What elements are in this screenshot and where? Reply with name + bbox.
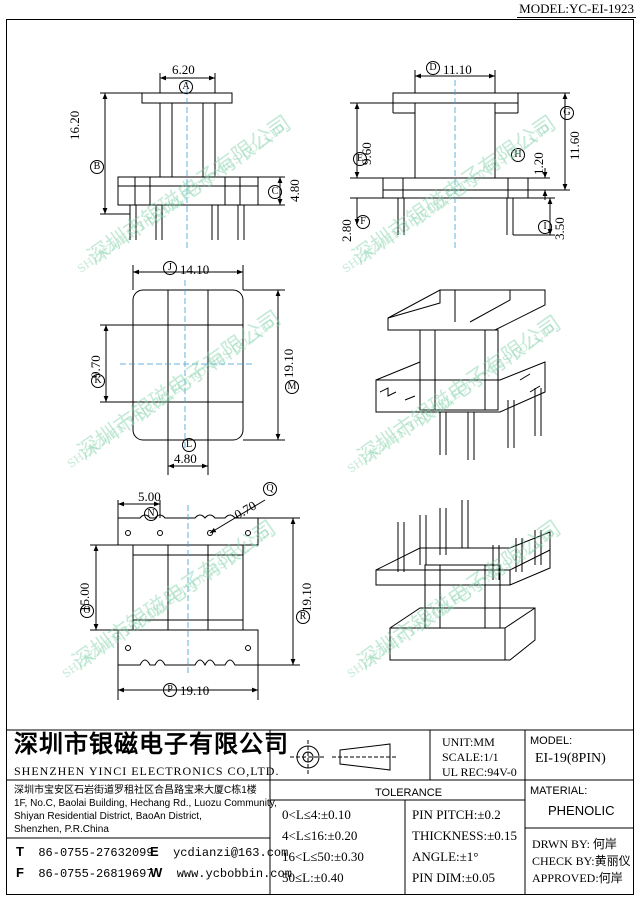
email-row: E ycdianzi@163.com [150, 844, 289, 861]
label-h: H [511, 148, 525, 162]
label-o: O [80, 604, 94, 618]
dim-j: 14.10 [180, 262, 210, 277]
email-address[interactable]: ycdianzi@163.com [173, 846, 289, 860]
label-n: N [144, 507, 158, 521]
company-name-en: SHENZHEN YINCI ELECTRONICS CO,LTD. [14, 764, 280, 778]
email-label: E [150, 844, 159, 859]
ul-rec: UL REC:94V-0 [442, 765, 517, 779]
approved-name: 何岸 [598, 871, 623, 885]
scale: SCALE:1/1 [442, 750, 499, 764]
label-f: F [356, 215, 370, 229]
model-label: MODEL: [530, 735, 573, 747]
address-en-line3: Shenzhen, P.R.China [14, 824, 109, 835]
label-j: J [163, 261, 177, 275]
label-p: P [163, 683, 177, 697]
material-label: MATERIAL: [530, 785, 588, 797]
dim-b: 16.20 [67, 110, 82, 140]
dim-m: 19.10 [281, 348, 296, 378]
thickness-tolerance: THICKNESS:±0.15 [412, 828, 518, 843]
dim-h: 1.20 [531, 152, 546, 175]
check-by-label: CHECK BY: [532, 854, 595, 868]
label-i: I [538, 220, 552, 234]
pin-dim-tolerance: PIN DIM:±0.05 [412, 870, 495, 885]
fax-label: F [16, 865, 24, 880]
label-q: Q [263, 482, 277, 496]
tolerance-row-1: 0<L≤4:±0.10 [282, 807, 351, 822]
dim-f: 2.80 [339, 219, 354, 242]
unit: UNIT:MM [442, 735, 495, 749]
dim-n: 5.00 [138, 489, 161, 504]
phone-row: T 86-0755-27632099 [16, 844, 154, 861]
label-e: E [353, 152, 367, 166]
label-m: M [285, 380, 299, 394]
fax-row: F 86-0755-26819697 [16, 865, 154, 882]
dim-a: 6.20 [172, 62, 195, 77]
model-value: EI-19(8PIN) [535, 751, 606, 766]
label-c: C [268, 185, 282, 199]
website-link[interactable]: www.ycbobbin.com [176, 867, 292, 881]
drawn-by-row: DRWN BY: 何岸 [532, 837, 617, 851]
approved-row: APPROVED:何岸 [532, 871, 623, 885]
label-l: L [182, 438, 196, 452]
tolerance-row-2: 4<L≤16:±0.20 [282, 828, 358, 843]
approved-label: APPROVED: [532, 871, 599, 885]
isometric-view-bottom [375, 500, 551, 661]
front-view [117, 80, 259, 250]
isometric-view-top [375, 289, 546, 460]
drawn-by-name: 何岸 [592, 837, 617, 851]
label-d: D [426, 61, 440, 75]
address-en-line2: Shiyan Residential District, BaoAn Distr… [14, 811, 202, 822]
label-g: G [560, 106, 574, 120]
material-value: PHENOLIC [548, 803, 615, 818]
label-r: R [296, 610, 310, 624]
drawing-frame [6, 19, 634, 895]
label-b: B [90, 160, 104, 174]
tolerance-row-3: 16<L≤50:±0.30 [282, 849, 364, 864]
dim-i: 3.50 [552, 217, 567, 240]
dim-p: 19.10 [180, 683, 210, 698]
label-a: A [179, 80, 193, 94]
address-cn: 深圳市宝安区石岩街道罗租社区合昌路宝来大厦C栋1楼 [14, 785, 257, 796]
web-label: W [150, 865, 163, 880]
tolerance-row-4: 50≤L:±0.40 [282, 870, 344, 885]
top-view [120, 280, 255, 450]
check-by-name: 黄丽仪 [594, 854, 631, 868]
dim-d: 11.10 [443, 62, 472, 77]
pin-pitch-tolerance: PIN PITCH:±0.2 [412, 807, 501, 822]
dim-g: 11.60 [567, 131, 582, 160]
bottom-view [117, 505, 259, 675]
dim-r: 19.10 [299, 582, 314, 612]
label-k: K [91, 374, 105, 388]
company-name-cn: 深圳市银磁电子有限公司 [14, 729, 289, 758]
drawn-by-label: DRWN BY: [532, 837, 590, 851]
phone-label: T [16, 844, 24, 859]
check-by-row: CHECK BY:黄丽仪 [532, 854, 631, 868]
tolerance-title: TOLERANCE [375, 787, 443, 799]
side-view [382, 80, 529, 250]
dim-c: 4.80 [287, 179, 302, 202]
web-row: W www.ycbobbin.com [150, 865, 292, 882]
model-number-header: MODEL:YC-EI-1923 [517, 1, 636, 18]
fax-number: 86-0755-26819697 [38, 867, 154, 881]
address-en-line1: 1F, No.C, Baolai Building, Hechang Rd., … [14, 798, 277, 809]
phone-number: 86-0755-27632099 [38, 846, 154, 860]
dim-l: 4.80 [174, 451, 197, 466]
angle-tolerance: ANGLE:±1° [412, 849, 479, 864]
